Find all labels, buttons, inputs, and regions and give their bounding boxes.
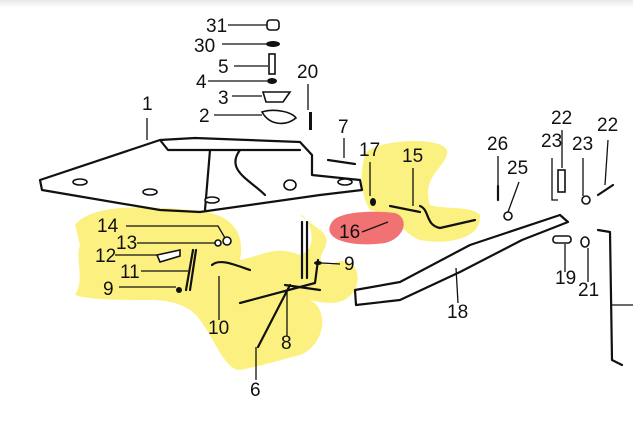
highlight-red-16: [329, 211, 404, 245]
part-8-lever: [238, 220, 322, 349]
label-31: 31: [206, 16, 227, 37]
label-15: 15: [402, 146, 423, 167]
part-17: [370, 198, 376, 206]
part-12-pin: [155, 249, 181, 263]
label-13: 13: [116, 233, 137, 254]
part-4-washer: [267, 78, 277, 84]
top-edge: [0, 0, 633, 8]
part-labels: 31 30 5 4 3 2 20 1 7 17 15 26 22 22 23 2…: [95, 16, 618, 401]
part-cover-hole: [337, 178, 353, 186]
part-19-pin: [552, 235, 572, 244]
label-9-right: 9: [344, 254, 355, 275]
label-7: 7: [338, 117, 349, 138]
label-11: 11: [120, 262, 140, 283]
part-9-clip: [176, 287, 182, 293]
part-5-screw: [268, 53, 276, 75]
label-20: 20: [297, 62, 318, 83]
label-12: 12: [95, 246, 116, 267]
part-14-nut: [222, 236, 232, 246]
label-18: 18: [447, 302, 468, 323]
part-13: [214, 239, 222, 247]
label-21: 21: [578, 280, 599, 301]
label-22: 22: [551, 108, 572, 129]
label-9-left: 9: [103, 279, 114, 300]
label-10: 10: [208, 318, 229, 339]
part-22-bolt-right: [596, 183, 615, 197]
label-17: 17: [359, 140, 380, 161]
part-3-plate: [261, 91, 292, 103]
part-18-arm: [353, 213, 570, 307]
part-cover: [38, 136, 364, 214]
part-10-spring: [210, 261, 252, 272]
label-23-right: 23: [572, 134, 593, 155]
part-2-plate: [260, 109, 298, 125]
label-6: 6: [250, 380, 261, 401]
label-22-right: 22: [597, 115, 618, 136]
part-9-clip-right: [314, 261, 322, 265]
label-1: 1: [142, 94, 153, 115]
label-3: 3: [218, 88, 229, 109]
part-cover-hole: [142, 188, 158, 196]
leader-lines: [115, 24, 609, 380]
label-8: 8: [281, 333, 292, 354]
part-25-washer: [503, 211, 513, 221]
part-rod-right: [596, 228, 624, 367]
part-15-lever: [388, 204, 477, 230]
label-23: 23: [541, 131, 562, 152]
label-26: 26: [487, 134, 508, 155]
label-4: 4: [196, 72, 207, 93]
part-cover-hole: [204, 196, 220, 204]
label-16: 16: [339, 222, 360, 243]
part-7-pin: [326, 158, 357, 166]
part-cover-hole: [283, 179, 297, 191]
label-2: 2: [199, 106, 210, 127]
label-14: 14: [97, 216, 119, 237]
part-21-nut: [580, 236, 590, 248]
part-cover-hole: [72, 178, 88, 186]
part-22-bolt: [557, 169, 566, 193]
label-19: 19: [555, 268, 576, 289]
part-11-link: [184, 248, 198, 292]
label-5: 5: [218, 57, 229, 78]
part-30-seal: [266, 41, 280, 47]
label-25: 25: [507, 158, 528, 179]
part-23-nut: [581, 195, 591, 205]
part-20-pin: [309, 112, 312, 130]
label-30: 30: [194, 36, 215, 57]
part-31-plug: [266, 19, 280, 31]
